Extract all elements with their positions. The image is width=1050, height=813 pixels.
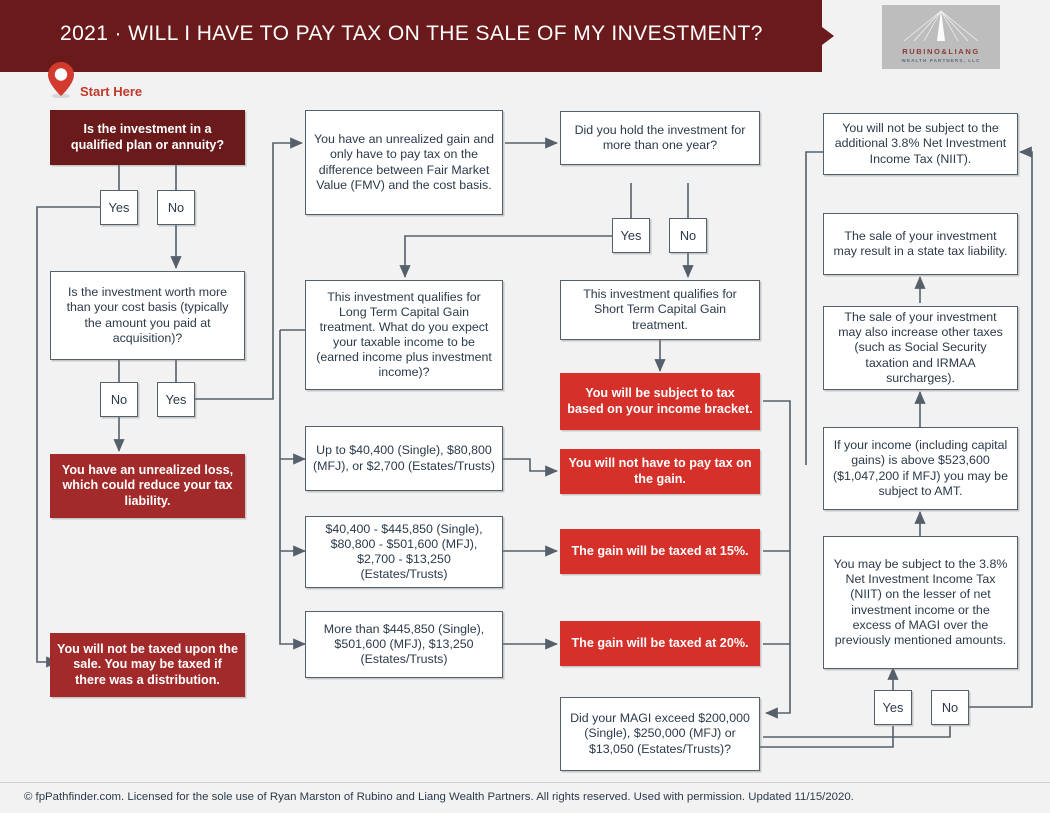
footer-divider — [0, 782, 1050, 783]
decision-magi-yes[interactable]: Yes — [874, 690, 912, 725]
decision-qualified-plan-no[interactable]: No — [157, 190, 195, 225]
company-logo: RUBINO&LIANG WEALTH PARTNERS, LLC — [882, 5, 1000, 69]
header-band — [0, 0, 822, 72]
page-title: 2021 · WILL I HAVE TO PAY TAX ON THE SAL… — [60, 22, 763, 45]
footer-attribution: © fpPathfinder.com. Licensed for the sol… — [24, 791, 854, 803]
node-unrealized-loss-result[interactable]: You have an unrealized loss, which could… — [50, 454, 245, 518]
node-worth-more-question[interactable]: Is the investment worth more than your c… — [50, 271, 245, 360]
node-magi-question[interactable]: Did your MAGI exceed $200,000 (Single), … — [560, 697, 760, 771]
node-niit-result[interactable]: You may be subject to the 3.8% Net Inves… — [823, 536, 1018, 669]
logo-company-name: RUBINO&LIANG — [902, 47, 980, 56]
bridge-logo-icon — [903, 10, 979, 42]
decision-magi-no[interactable]: No — [931, 690, 969, 725]
decision-hold-one-year-no[interactable]: No — [669, 218, 707, 253]
node-taxed-15-result[interactable]: The gain will be taxed at 15%. — [560, 529, 760, 574]
node-unrealized-gain-info[interactable]: You have an unrealized gain and only hav… — [305, 110, 503, 215]
node-bracket-20-percent[interactable]: More than $445,850 (Single), $501,600 (M… — [305, 611, 503, 678]
node-not-taxed-upon-sale-result[interactable]: You will not be taxed upon the sale. You… — [50, 633, 245, 697]
node-bracket-0-percent[interactable]: Up to $40,400 (Single), $80,800 (MFJ), o… — [305, 426, 503, 491]
header-band-notch — [822, 27, 834, 45]
node-not-subject-niit-result[interactable]: You will not be subject to the additiona… — [823, 113, 1018, 175]
decision-worth-more-no[interactable]: No — [100, 382, 138, 417]
node-state-tax-result[interactable]: The sale of your investment may result i… — [823, 213, 1018, 275]
node-taxed-20-result[interactable]: The gain will be taxed at 20%. — [560, 621, 760, 666]
node-other-taxes-result[interactable]: The sale of your investment may also inc… — [823, 306, 1018, 390]
node-amt-result[interactable]: If your income (including capital gains)… — [823, 427, 1018, 510]
decision-qualified-plan-yes[interactable]: Yes — [100, 190, 138, 225]
node-qualified-plan-question[interactable]: Is the investment in a qualified plan or… — [50, 110, 245, 165]
start-here-label: Start Here — [80, 84, 143, 99]
node-long-term-capital-gain[interactable]: This investment qualifies for Long Term … — [305, 280, 503, 390]
node-short-term-capital-gain[interactable]: This investment qualifies for Short Term… — [560, 280, 760, 340]
decision-worth-more-yes[interactable]: Yes — [157, 382, 195, 417]
decision-hold-one-year-yes[interactable]: Yes — [612, 218, 650, 253]
node-bracket-15-percent[interactable]: $40,400 - $445,850 (Single), $80,800 - $… — [305, 516, 503, 588]
logo-company-subtitle: WEALTH PARTNERS, LLC — [901, 58, 981, 63]
node-no-tax-on-gain-result[interactable]: You will not have to pay tax on the gain… — [560, 449, 760, 494]
node-income-bracket-result[interactable]: You will be subject to tax based on your… — [560, 373, 760, 430]
map-pin-icon — [48, 62, 74, 98]
node-hold-one-year-question[interactable]: Did you hold the investment for more tha… — [560, 111, 760, 165]
